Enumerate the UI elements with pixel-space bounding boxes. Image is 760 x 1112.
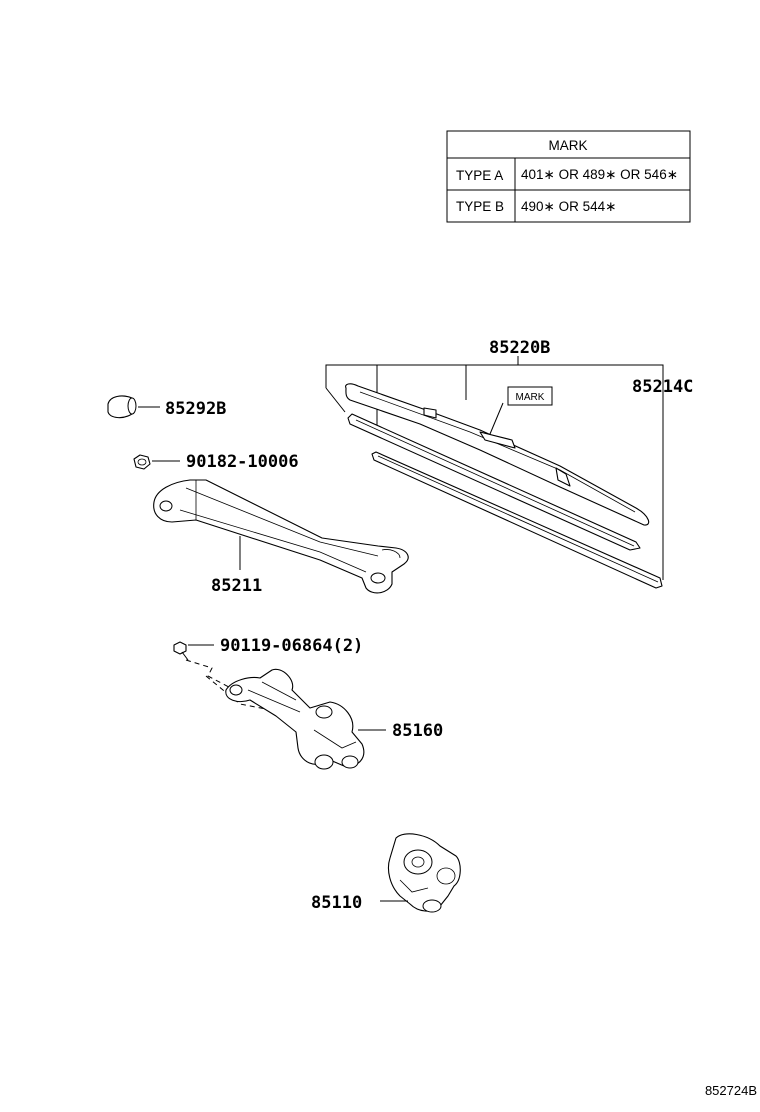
mark-table-type-a-mark: 401∗ OR 489∗ OR 546∗ [521, 167, 678, 182]
mark-table-header: MARK [548, 138, 587, 153]
part-number-85160: 85160 [392, 721, 443, 741]
part-number-90119-06864: 90119-06864(2) [220, 636, 363, 656]
arm-cap-group: 85292B [107, 395, 226, 419]
illustration-code: 852724B [705, 1083, 757, 1098]
wiper-link-group: 85160 [225, 668, 443, 770]
part-number-85292B: 85292B [165, 399, 226, 419]
bolt-group: 90119-06864(2) [173, 636, 363, 717]
part-number-85214C: 85214C [632, 377, 693, 397]
mark-table-type-b: TYPE B [456, 199, 504, 214]
part-number-85211: 85211 [211, 576, 262, 596]
mark-table: MARK TYPE A 401∗ OR 489∗ OR 546∗ TYPE B … [446, 130, 691, 223]
arm-nut-group: 90182-10006 [133, 452, 299, 472]
part-number-85220B: 85220B [489, 338, 550, 358]
part-number-85110: 85110 [311, 893, 362, 913]
wiper-rubber-illustration [371, 451, 663, 589]
part-number-90182-10006: 90182-10006 [186, 452, 299, 472]
wiper-arm-group: 85211 [153, 479, 409, 596]
mark-table-type-b-mark: 490∗ OR 544∗ [521, 199, 616, 214]
wiper-blade-illustration [345, 383, 650, 551]
wiper-motor-group: 85110 [311, 833, 461, 913]
wiper-blade-group: MARK 85220B 85214C [325, 338, 693, 589]
mark-table-type-a: TYPE A [456, 168, 503, 183]
blade-mark-label: MARK [516, 392, 545, 403]
